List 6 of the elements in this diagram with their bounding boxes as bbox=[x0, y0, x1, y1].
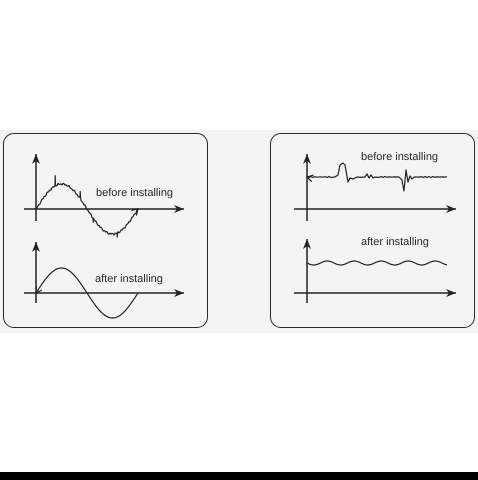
graph-label: after installing bbox=[95, 273, 163, 286]
graph-label: before installing bbox=[361, 151, 438, 164]
graph-label: after installing bbox=[361, 236, 429, 249]
graph-label: before installing bbox=[96, 187, 174, 200]
comparison-panel bbox=[270, 133, 475, 328]
comparison-panel bbox=[3, 133, 208, 328]
